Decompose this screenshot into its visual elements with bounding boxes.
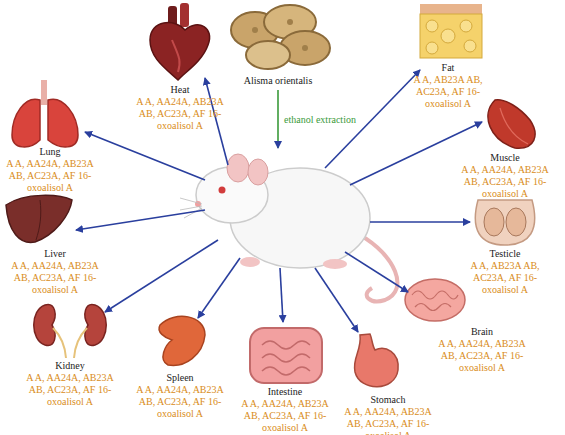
compound-list: A A, AA24A, AB23A AB, AC23A, AF 16-oxoal… xyxy=(20,372,120,408)
brain-icon xyxy=(405,279,465,321)
organ-name: Fat xyxy=(398,62,498,74)
compound-list: A A, AA24A, AB23A AB, AC23A, AF 16-oxoal… xyxy=(455,164,555,200)
compound-list: A A, AA24A, AB23A AB, AC23A, AF 16-oxoal… xyxy=(130,384,230,420)
arrows xyxy=(76,70,482,332)
organ-group: HeatA A, AA24A, AB23A AB, AC23A, AF 16-o… xyxy=(130,84,230,132)
organ-group: MuscleA A, AA24A, AB23A AB, AC23A, AF 16… xyxy=(455,152,555,200)
compound-list: A A, AA24A, AB23A AB, AC23A, AF 16-oxoal… xyxy=(235,398,335,434)
kidney-icon xyxy=(34,305,107,358)
spleen-icon xyxy=(159,316,205,365)
organ-group: IntestineA A, AA24A, AB23A AB, AC23A, AF… xyxy=(235,386,335,434)
organ-group: TesticleA A, AB23A AB, AC23A, AF 16-oxoa… xyxy=(455,248,555,296)
organ-group: StomachA A, AA24A, AB23A AB, AC23A, AF 1… xyxy=(338,394,438,435)
organ-name: Muscle xyxy=(455,152,555,164)
arrow xyxy=(280,268,283,322)
stomach-icon xyxy=(354,334,398,387)
organ-name: Brain xyxy=(432,326,532,338)
rat-illustration xyxy=(180,154,397,301)
organ-name: Heat xyxy=(130,84,230,96)
arrow xyxy=(315,268,358,332)
lung-icon xyxy=(12,80,78,147)
testicle-icon xyxy=(475,200,534,245)
compound-list: A A, AB23A AB, AC23A, AF 16-oxoalisol A xyxy=(398,74,498,110)
organ-group: BrainA A, AA24A, AB23A AB, AC23A, AF 16-… xyxy=(432,326,532,374)
organ-name: Liver xyxy=(5,248,105,260)
organ-name: Intestine xyxy=(235,386,335,398)
process-label: ethanol extraction xyxy=(284,114,356,126)
organ-name: Alisma orientalis xyxy=(223,75,333,87)
arrow xyxy=(370,221,470,223)
organ-name: Stomach xyxy=(338,394,438,406)
fat-icon xyxy=(420,4,482,58)
liver-icon xyxy=(6,195,72,242)
organ-group: LungA A, AA24A, AB23A AB, AC23A, AF 16-o… xyxy=(0,146,100,194)
compound-list: A A, AA24A, AB23A AB, AC23A, AF 16-oxoal… xyxy=(130,96,230,132)
organ-name: Lung xyxy=(0,146,100,158)
organ-name: Spleen xyxy=(130,372,230,384)
muscle-icon xyxy=(488,100,535,148)
compound-list: A A, AA24A, AB23A AB, AC23A, AF 16-oxoal… xyxy=(5,260,105,296)
organ-name: Testicle xyxy=(455,248,555,260)
arrow xyxy=(345,252,408,292)
compound-list: A A, AB23A AB, AC23A, AF 16-oxoalisol A xyxy=(455,260,555,296)
intestine-icon xyxy=(250,328,322,383)
organ-group: LiverA A, AA24A, AB23A AB, AC23A, AF 16-… xyxy=(5,248,105,296)
organ-group: KidneyA A, AA24A, AB23A AB, AC23A, AF 16… xyxy=(20,360,120,408)
arrow xyxy=(198,258,240,318)
arrow xyxy=(85,132,205,180)
arrow xyxy=(105,240,218,312)
organ-group: SpleenA A, AA24A, AB23A AB, AC23A, AF 16… xyxy=(130,372,230,420)
arrow xyxy=(350,122,482,185)
arrow xyxy=(205,78,228,165)
compound-list: A A, AA24A, AB23A AB, AC23A, AF 16-oxoal… xyxy=(338,406,438,435)
organ-name: Kidney xyxy=(20,360,120,372)
herb-slices xyxy=(231,5,330,69)
extraction-arrow xyxy=(277,90,279,148)
organ-group: FatA A, AB23A AB, AC23A, AF 16-oxoalisol… xyxy=(398,62,498,110)
heart-icon xyxy=(150,3,210,80)
compound-list: A A, AA24A, AB23A AB, AC23A, AF 16-oxoal… xyxy=(432,338,532,374)
organ-group: Alisma orientalis xyxy=(223,75,333,87)
arrow xyxy=(76,210,205,230)
compound-list: A A, AA24A, AB23A AB, AC23A, AF 16-oxoal… xyxy=(0,158,100,194)
